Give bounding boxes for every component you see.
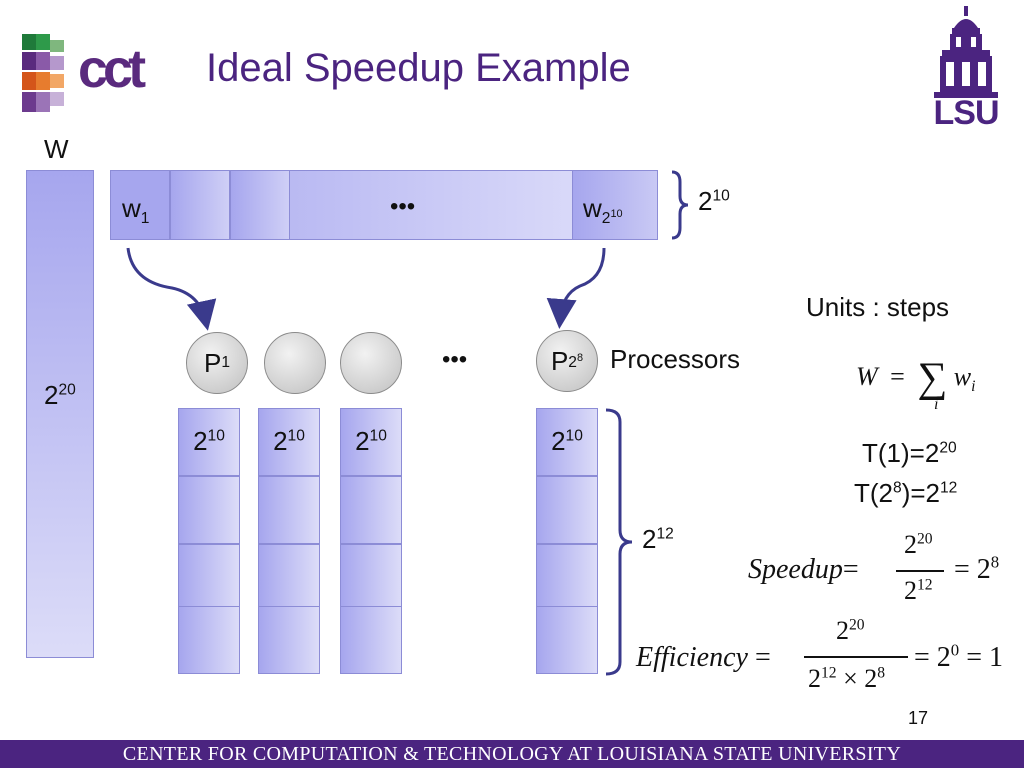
- arrow-to-first-processor: [126, 247, 217, 331]
- processors-label: Processors: [610, 344, 741, 374]
- cell-size-label: 210: [551, 426, 583, 456]
- page-number: 17: [908, 708, 929, 728]
- cct-logo-text: cct: [78, 39, 146, 99]
- lsu-logo: LSU: [926, 6, 1006, 132]
- sum-index: i: [934, 396, 939, 413]
- slide-title: Ideal Speedup Example: [206, 46, 631, 90]
- efficiency-numerator: 220: [836, 616, 865, 645]
- cct-logo: cct: [22, 34, 182, 120]
- arrow-to-last-processor: [546, 247, 606, 329]
- task-cell: [170, 170, 230, 240]
- work-bar: [26, 170, 94, 658]
- cell-size-label: 210: [273, 426, 305, 456]
- task-first-label: w1: [122, 193, 150, 228]
- processor-work-column: 210: [536, 408, 598, 674]
- processor-work-column: 210: [340, 408, 402, 674]
- tower-icon: [934, 6, 998, 98]
- efficiency-denominator: 212 × 28: [808, 664, 886, 693]
- task-cell-last: [572, 170, 658, 240]
- work-size-label: 220: [44, 380, 76, 410]
- speedup-denominator: 212: [904, 576, 933, 605]
- task-brace: [671, 170, 689, 240]
- speedup-result: = 28: [954, 552, 1000, 585]
- footer-banner: CENTER FOR COMPUTATION & TECHNOLOGY AT L…: [0, 740, 1024, 768]
- speedup-fraction-bar: [896, 570, 944, 572]
- task-last-label: w210: [583, 193, 623, 228]
- efficiency-fraction-bar: [804, 656, 908, 658]
- processor-work-column: 210: [178, 408, 240, 674]
- units-label: Units : steps: [806, 292, 950, 322]
- efficiency-label: Efficiency =: [636, 642, 771, 673]
- task-ellipsis: •••: [390, 193, 416, 220]
- tp-formula: T(28)=212: [854, 478, 958, 508]
- t1-formula: T(1)=220: [862, 438, 957, 468]
- processor: [264, 332, 326, 394]
- cell-size-label: 210: [355, 426, 387, 456]
- processor-ellipsis: •••: [442, 346, 468, 373]
- task-count-label: 210: [698, 186, 730, 216]
- efficiency-result: = 20 = 1: [914, 640, 1003, 673]
- work-sum-formula: W = ∑ wi: [856, 355, 976, 401]
- processor: [340, 332, 402, 394]
- processor-work-column: 210: [258, 408, 320, 674]
- speedup-numerator: 220: [904, 530, 933, 559]
- column-brace: [605, 408, 633, 676]
- speedup-label: Speedup=: [748, 554, 859, 585]
- task-cell-first: [110, 170, 170, 240]
- work-label: W: [44, 134, 69, 164]
- lsu-logo-text: LSU: [933, 94, 1000, 132]
- task-cell: [230, 170, 290, 240]
- column-height-label: 212: [642, 524, 674, 554]
- cell-size-label: 210: [193, 426, 225, 456]
